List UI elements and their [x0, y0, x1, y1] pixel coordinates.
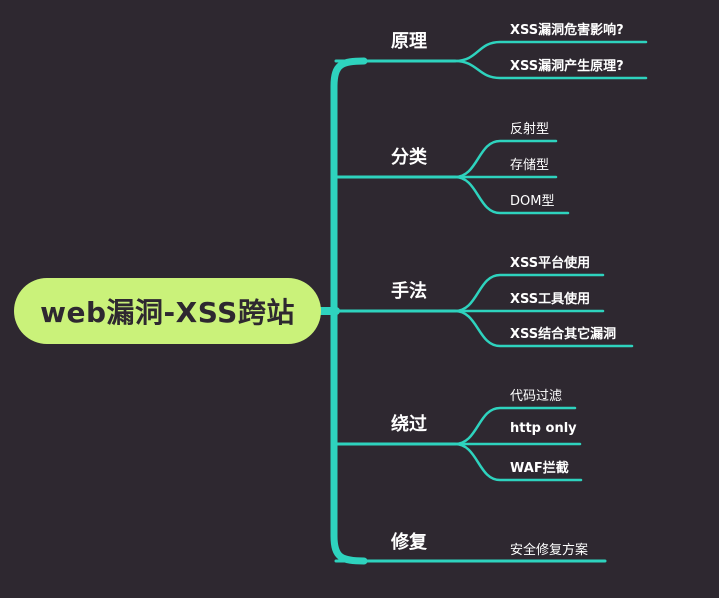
- leaf-xss-combine[interactable]: XSS结合其它漏洞: [510, 327, 617, 342]
- leaf-xss-platform[interactable]: XSS平台使用: [510, 256, 591, 271]
- leaf-http-only[interactable]: http only: [510, 421, 577, 436]
- root-node[interactable]: web漏洞-XSS跨站: [14, 278, 321, 344]
- branch-raoguo[interactable]: 绕过: [391, 414, 427, 435]
- leaf-xss-tools[interactable]: XSS工具使用: [510, 292, 591, 307]
- leaf-line-8: [453, 309, 634, 348]
- leaf-line-5: [453, 175, 570, 215]
- leaf-code-filter[interactable]: 代码过滤: [510, 389, 563, 404]
- branch-shoufa[interactable]: 手法: [391, 281, 427, 302]
- leaf-xss-impact[interactable]: XSS漏洞危害影响?: [510, 23, 624, 38]
- root-label: web漏洞-XSS跨站: [40, 296, 295, 329]
- branch-xiufu[interactable]: 修复: [391, 532, 427, 553]
- leaf-reflected[interactable]: 反射型: [510, 122, 550, 137]
- leaf-fix-plan[interactable]: 安全修复方案: [510, 543, 589, 558]
- leaf-line-2: [453, 59, 648, 80]
- branch-yuanli[interactable]: 原理: [391, 31, 427, 52]
- leaf-xss-cause[interactable]: XSS漏洞产生原理?: [510, 59, 624, 74]
- leaf-dom[interactable]: DOM型: [510, 194, 555, 209]
- leaf-waf-block[interactable]: WAF拦截: [510, 461, 569, 476]
- leaf-stored[interactable]: 存储型: [510, 158, 550, 173]
- branch-fenlei[interactable]: 分类: [391, 147, 427, 168]
- leaf-line-11: [453, 442, 583, 482]
